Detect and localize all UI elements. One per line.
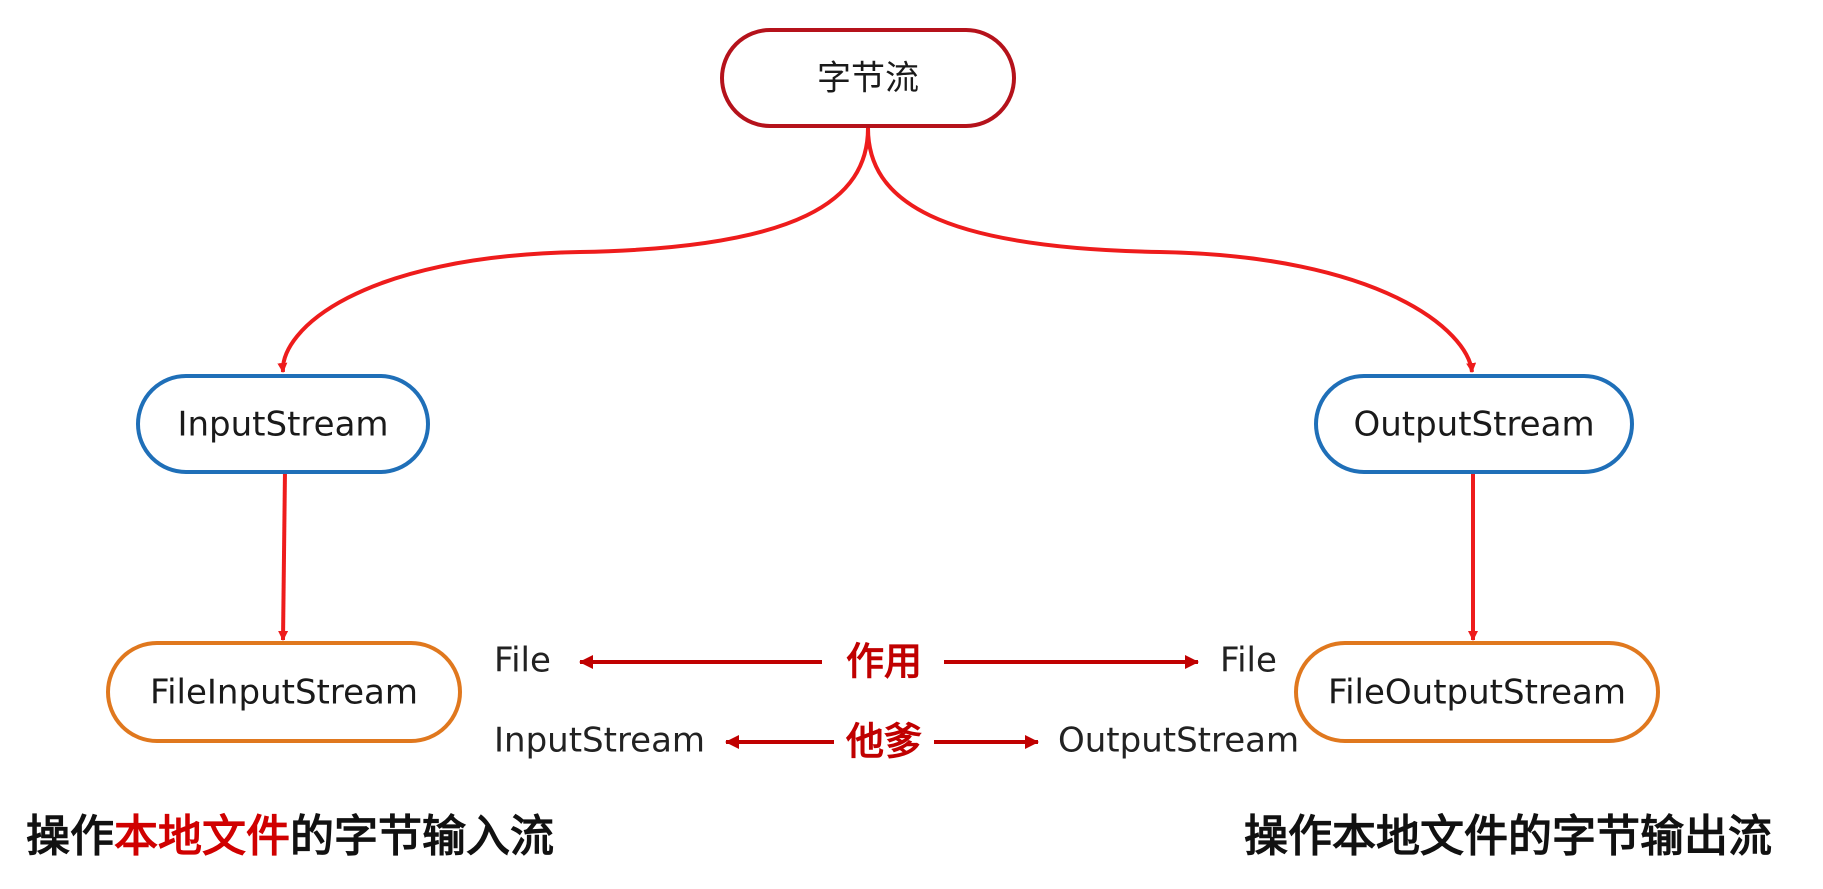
node-root: 字节流 bbox=[720, 28, 1016, 128]
node-output-stream: OutputStream bbox=[1314, 374, 1634, 474]
caption-right: 操作本地文件的字节输出流 bbox=[1244, 811, 1772, 862]
node-output-stream-label: OutputStream bbox=[1353, 405, 1594, 445]
node-file-output-stream: FileOutputStream bbox=[1294, 641, 1660, 743]
relation-file-right: File bbox=[1220, 641, 1277, 681]
relation-file-left: File bbox=[494, 641, 551, 681]
edge-root-to-input bbox=[277, 127, 870, 373]
relation-row-parent: InputStream 他爹 OutputStream bbox=[494, 720, 1299, 764]
node-file-input-stream-label: FileInputStream bbox=[150, 673, 418, 713]
relation-row-file: File 作用 File bbox=[494, 640, 1277, 684]
node-input-stream: InputStream bbox=[136, 374, 430, 474]
caption-left-suffix: 的字节输入流 bbox=[290, 811, 554, 862]
node-input-stream-label: InputStream bbox=[177, 405, 388, 445]
caption-left-highlight: 本地文件 bbox=[114, 811, 290, 862]
caption-left: 操作本地文件的字节输入流 bbox=[26, 815, 554, 859]
relation-parent-center: 他爹 bbox=[845, 720, 922, 764]
node-file-output-stream-label: FileOutputStream bbox=[1328, 673, 1626, 713]
relation-file-center: 作用 bbox=[846, 640, 922, 684]
relation-parent-left: InputStream bbox=[494, 721, 705, 761]
node-root-label: 字节流 bbox=[817, 59, 919, 99]
edge-input-to-file-input bbox=[278, 469, 289, 641]
node-file-input-stream: FileInputStream bbox=[106, 641, 462, 743]
caption-left-prefix: 操作 bbox=[26, 811, 114, 862]
edge-root-to-output bbox=[866, 127, 1477, 373]
relation-parent-right: OutputStream bbox=[1058, 721, 1299, 761]
